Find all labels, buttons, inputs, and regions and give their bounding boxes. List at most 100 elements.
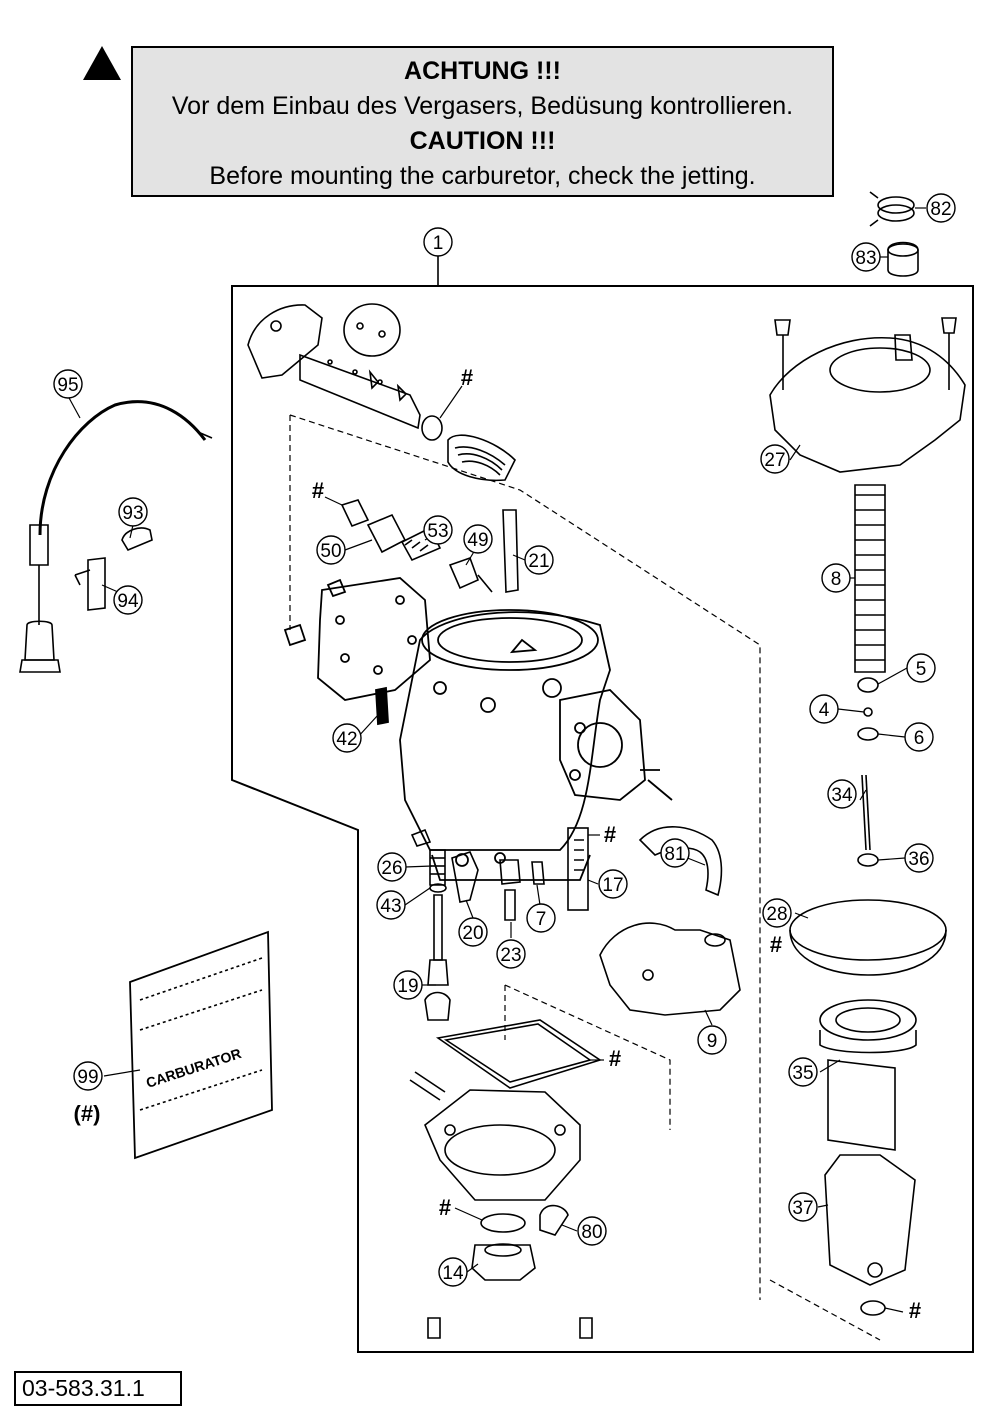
callout-numbers: 1 82 83 95 93 94 27 53 49 50 21 8 5 4 6 …	[57, 199, 951, 1284]
callout-83	[851, 242, 881, 272]
callout-1	[423, 227, 453, 257]
leader-lines	[67, 207, 926, 1313]
callout-5	[906, 653, 936, 683]
callout-23-label: 23	[500, 945, 521, 966]
assembly-frame	[231, 285, 974, 1353]
hash-marker-17: #	[604, 822, 616, 847]
callout-80	[577, 1216, 607, 1246]
hash-marker-idle-screw: #	[312, 478, 324, 503]
jet-parts	[410, 827, 589, 1021]
callout-8	[821, 563, 851, 593]
callout-99	[73, 1061, 103, 1091]
caution-text-de: Vor dem Einbau des Vergasers, Bedüsung k…	[171, 92, 794, 120]
throttle-cable	[19, 400, 213, 673]
callout-82	[926, 193, 956, 223]
callout-20	[458, 917, 488, 947]
callout-95-label: 95	[57, 375, 78, 396]
hash-marker-gasket: #	[609, 1046, 621, 1071]
callout-21	[524, 545, 554, 575]
callout-17	[598, 869, 628, 899]
callout-1-label: 1	[433, 233, 444, 254]
dashed-guides	[289, 414, 881, 1341]
callout-4-label: 4	[819, 700, 830, 721]
callout-7-label: 7	[536, 909, 547, 930]
slide-stack	[769, 317, 966, 1316]
float-bowl-assembly	[409, 1019, 602, 1339]
hash-markers: # # # # # # # (#)	[74, 365, 922, 1323]
callout-5-label: 5	[916, 659, 927, 680]
callout-94-label: 94	[117, 591, 139, 612]
callout-4	[809, 694, 839, 724]
callout-53	[423, 515, 453, 545]
callout-50-label: 50	[320, 541, 341, 562]
caution-box: ACHTUNG !!! Vor dem Einbau des Vergasers…	[131, 46, 834, 197]
callout-28	[762, 898, 792, 928]
repair-kit-bag-label: CARBURATOR	[144, 1045, 243, 1091]
callout-26	[377, 852, 407, 882]
diagram-code: 03-583.31.1	[14, 1371, 182, 1406]
callout-93	[118, 497, 148, 527]
callout-99-label: 99	[77, 1067, 98, 1088]
callout-6-label: 6	[914, 728, 925, 749]
callout-37-label: 37	[792, 1198, 813, 1219]
idle-screw-set	[340, 499, 519, 593]
hash-marker-bottom: #	[909, 1298, 921, 1323]
callout-37	[788, 1192, 818, 1222]
callout-43	[376, 890, 406, 920]
callout-26-label: 26	[381, 858, 402, 879]
callout-6	[904, 722, 934, 752]
float-part-9-top	[704, 933, 726, 947]
float-part-9	[599, 922, 741, 1016]
callout-49	[463, 524, 493, 554]
callout-36-label: 36	[908, 849, 929, 870]
throttle-shaft-assembly	[247, 303, 516, 482]
callout-50	[316, 535, 346, 565]
callout-43-label: 43	[380, 896, 401, 917]
callout-80-label: 80	[581, 1222, 602, 1243]
callout-19	[393, 970, 423, 1000]
callout-34-label: 34	[831, 785, 853, 806]
callout-20-label: 20	[462, 923, 483, 944]
callout-42	[332, 723, 362, 753]
callout-23	[496, 939, 526, 969]
callout-27-label: 27	[764, 450, 785, 471]
callout-81-label: 81	[664, 844, 685, 865]
repair-kit-bag	[129, 930, 273, 1160]
caution-text-en: Before mounting the carburetor, check th…	[209, 162, 756, 190]
callout-95	[53, 369, 83, 399]
callout-8-label: 8	[831, 569, 842, 590]
callout-19-label: 19	[397, 976, 418, 997]
callout-17-label: 17	[602, 875, 623, 896]
warning-triangle-icon	[83, 46, 121, 80]
caution-title-en: CAUTION !!!	[409, 127, 556, 155]
callout-93-label: 93	[122, 503, 143, 524]
accessory-parts	[869, 191, 919, 277]
hash-marker-shaft-seal: #	[461, 365, 473, 390]
callout-42-label: 42	[336, 729, 357, 750]
kit-note: (#)	[74, 1101, 101, 1126]
caution-title-de: ACHTUNG !!!	[404, 57, 561, 85]
float-part-9-hole	[642, 969, 654, 981]
callout-circles	[53, 193, 956, 1287]
callout-53-label: 53	[427, 521, 448, 542]
callout-94	[113, 585, 143, 615]
callout-35-label: 35	[792, 1063, 813, 1084]
callout-9-label: 9	[707, 1031, 718, 1052]
carburetor-body	[283, 577, 673, 881]
callout-82-label: 82	[930, 199, 951, 220]
callout-35	[788, 1057, 818, 1087]
callout-28-label: 28	[766, 904, 787, 925]
callout-27	[760, 444, 790, 474]
callout-83-label: 83	[855, 248, 876, 269]
callout-81	[660, 838, 690, 868]
callout-7	[526, 903, 556, 933]
callout-14	[438, 1257, 468, 1287]
hash-marker-oring: #	[439, 1195, 451, 1220]
callout-36	[904, 843, 934, 873]
callout-49-label: 49	[467, 530, 488, 551]
callout-21-label: 21	[528, 551, 549, 572]
callout-9	[697, 1025, 727, 1055]
callout-14-label: 14	[442, 1263, 464, 1284]
hash-marker-28: #	[770, 932, 782, 957]
